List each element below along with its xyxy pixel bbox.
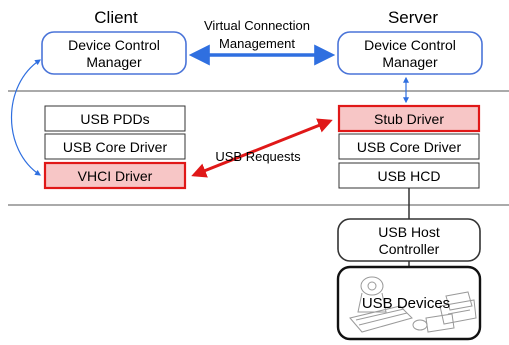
server-usb-hcd-label: USB HCD <box>377 168 440 184</box>
usb-requests-arrow <box>191 118 333 178</box>
usb-devices-label: USB Devices <box>362 295 450 312</box>
client-dcm-label-line2: Manager <box>86 54 142 70</box>
virtual-connection-label-line1: Virtual Connection <box>204 18 310 33</box>
client-usb-pdds-box <box>44 105 186 132</box>
client-usb-core-driver-label: USB Core Driver <box>63 139 168 155</box>
virtual-connection-label-line2: Management <box>219 36 295 51</box>
server-dcm-label-line1: Device Control <box>364 37 456 53</box>
client-vhci-driver-box <box>43 161 187 190</box>
usb-host-controller-label-line1: USB Host <box>378 224 440 240</box>
server-usb-hcd-box <box>338 162 480 189</box>
usb-host-controller-box <box>337 218 481 262</box>
server-header: Server <box>388 8 438 27</box>
usb-requests-label: USB Requests <box>215 149 301 164</box>
server-usb-core-driver-box <box>338 133 480 160</box>
client-usb-core-driver-box <box>44 133 186 160</box>
client-vhci-driver-label: VHCI Driver <box>78 168 153 184</box>
server-usb-core-driver-label: USB Core Driver <box>357 139 462 155</box>
usb-devices-illustration-icon <box>349 276 477 333</box>
client-dcm-vhci-arrow <box>11 59 42 176</box>
client-dcm-label-line1: Device Control <box>68 37 160 53</box>
server-stub-driver-label: Stub Driver <box>374 111 444 127</box>
server-device-control-manager-box <box>337 31 483 75</box>
client-device-control-manager-box <box>41 31 187 75</box>
client-header: Client <box>94 8 138 27</box>
server-dcm-label-line2: Manager <box>382 54 438 70</box>
server-stub-driver-box <box>337 104 481 133</box>
usb-host-controller-label-line2: Controller <box>379 241 440 257</box>
client-usb-pdds-label: USB PDDs <box>80 111 149 127</box>
